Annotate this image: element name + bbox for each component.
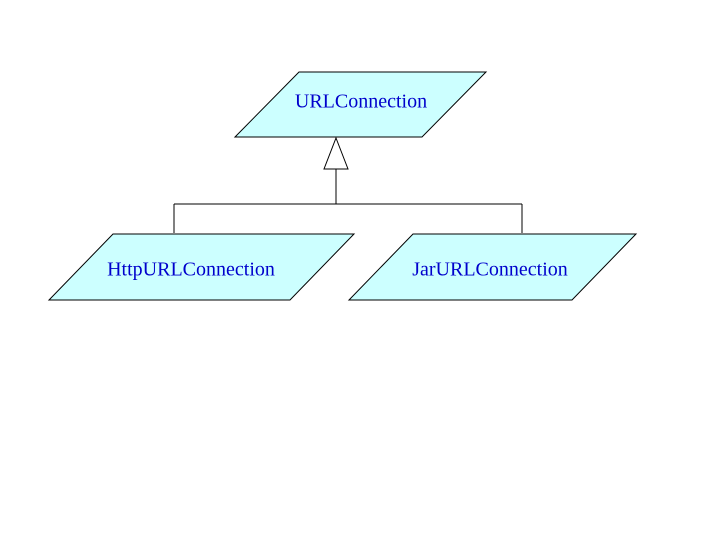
node-jarurlconnection[interactable]: JarURLConnection xyxy=(347,233,638,301)
node-jarurlconnection-shape xyxy=(347,233,638,301)
inheritance-arrowhead xyxy=(323,136,349,170)
node-httpurlconnection-shape xyxy=(47,233,356,301)
node-httpurlconnection-label: HttpURLConnection xyxy=(107,259,275,281)
node-urlconnection-shape xyxy=(233,71,488,138)
node-httpurlconnection[interactable]: HttpURLConnection xyxy=(47,233,356,301)
node-urlconnection[interactable]: URLConnection xyxy=(233,71,488,138)
inheritance-connector xyxy=(173,169,523,233)
node-urlconnection-label: URLConnection xyxy=(295,91,427,113)
node-jarurlconnection-label: JarURLConnection xyxy=(412,259,568,281)
